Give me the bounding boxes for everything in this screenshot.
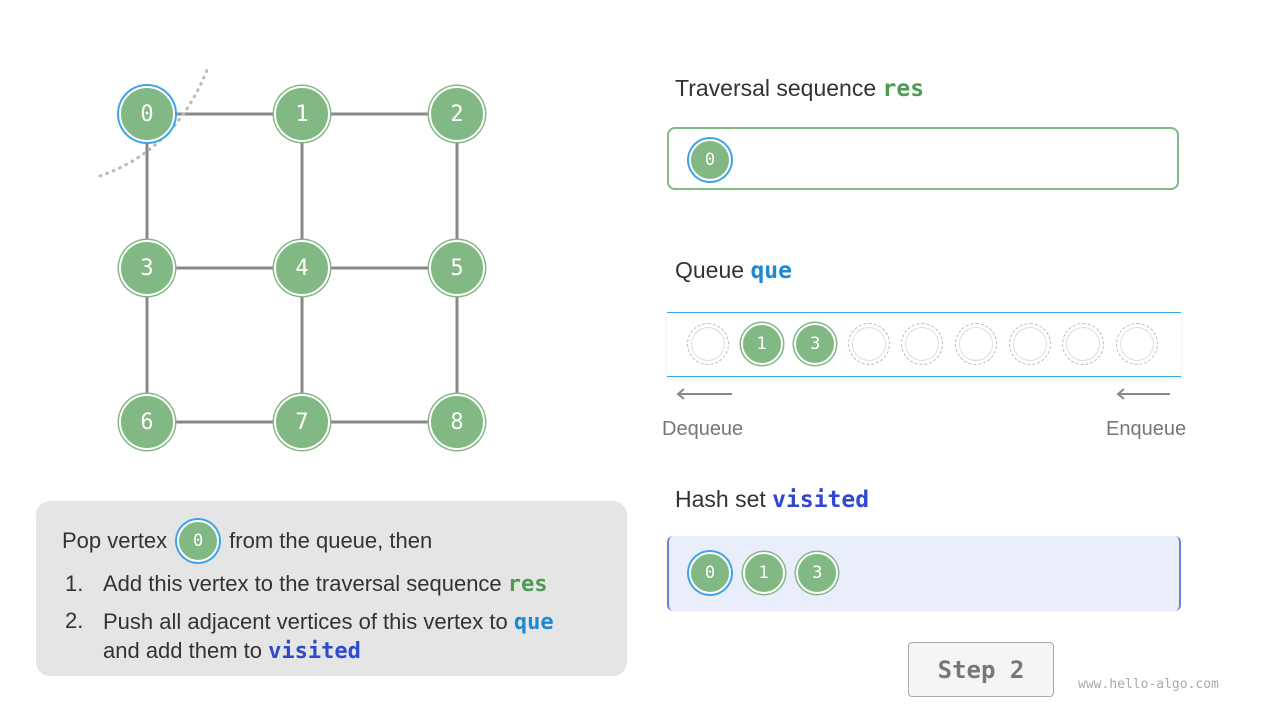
enqueue-label: Enqueue	[1106, 418, 1187, 440]
step-2: Push all adjacent vertices of this verte…	[103, 609, 554, 664]
queue-empty-slot	[955, 323, 997, 365]
graph-vertex: 2	[429, 86, 485, 142]
text: from the queue, then	[229, 528, 433, 553]
step-2-num: 2.	[65, 608, 84, 633]
res-title: Traversal sequence res	[675, 75, 925, 102]
res-box: 0	[667, 127, 1179, 190]
step-1-num: 1.	[65, 571, 84, 596]
graph-vertex: 8	[429, 394, 485, 450]
dequeue-label: Dequeue	[662, 418, 744, 440]
queue-title: Queue que	[675, 257, 792, 284]
visited-item: 1	[742, 552, 785, 594]
res-item: 0	[689, 139, 731, 181]
queue-empty-slot	[847, 323, 890, 365]
queue-empty-slot	[687, 323, 729, 365]
explanation-line: Pop vertex 0 from the queue, then	[62, 520, 432, 562]
explanation-box: Pop vertex 0 from the queue, then 1. Add…	[36, 501, 627, 676]
enqueue-arrow-icon	[1116, 388, 1170, 400]
graph-vertex: 3	[119, 240, 175, 296]
queue-empty-slot	[901, 323, 944, 365]
graph-vertex: 7	[274, 394, 330, 450]
queue-empty-slot	[1008, 323, 1051, 365]
vertex-badge: 0	[177, 520, 220, 562]
text: Pop vertex	[62, 528, 168, 553]
queue-empty-slot	[1115, 323, 1158, 365]
graph-vertex: 6	[119, 394, 175, 450]
visited-title: Hash set visited	[675, 486, 870, 513]
queue-arrows	[676, 388, 1170, 400]
graph-vertex: 0	[119, 86, 175, 142]
graph-vertex: 5	[429, 240, 485, 296]
queue-item: 3	[794, 323, 837, 365]
graph-vertex: 1	[274, 86, 330, 142]
watermark: www.hello-algo.com	[1078, 677, 1219, 692]
queue-empty-slot	[1062, 323, 1105, 365]
step-button[interactable]: Step 2	[908, 642, 1054, 697]
graph-vertex: 4	[274, 240, 330, 296]
scan-arc	[98, 68, 209, 178]
queue-item: 1	[740, 323, 783, 365]
step-1: Add this vertex to the traversal sequenc…	[103, 571, 548, 597]
visited-item: 0	[689, 552, 731, 594]
dequeue-arrow-icon	[676, 388, 732, 400]
visited-item: 3	[796, 552, 839, 594]
